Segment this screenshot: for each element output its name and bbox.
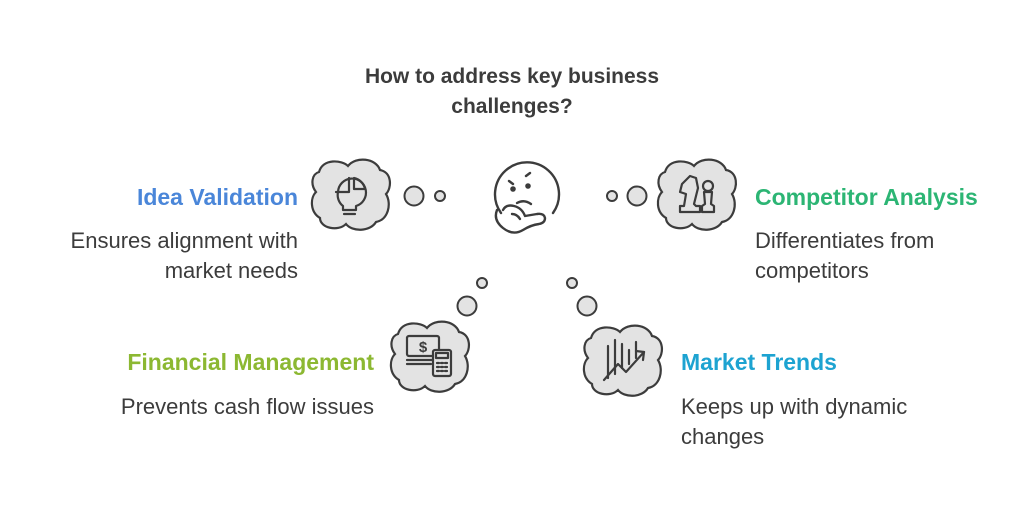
competitor-analysis-description: Differentiates from competitors [755,228,935,283]
financial-management-description: Prevents cash flow issues [120,394,374,419]
svg-text:$: $ [419,339,428,356]
lightbulb-pie-icon [310,158,392,231]
market-trends-heading: Market Trends [681,349,837,375]
competitor-analysis-heading: Competitor Analysis [755,184,978,210]
market-trends-description: Keeps up with dynamic changes [681,394,908,449]
thought-dots-financial [456,277,488,317]
chess-pieces-icon [656,158,738,231]
thinking-face-icon [493,161,561,234]
financial-management-heading: Financial Management [127,349,374,375]
idea-validation-description: Ensures alignment with market needs [70,228,298,283]
thought-dots-market [566,277,598,317]
idea-validation-heading: Idea Validation [136,184,298,210]
thought-dots-idea [403,185,446,207]
thought-dots-competitor [606,185,648,207]
diagram-title: How to address key business challenges? [364,65,660,118]
cash-calculator-icon: $ [389,320,471,393]
trend-chart-icon [582,324,664,397]
